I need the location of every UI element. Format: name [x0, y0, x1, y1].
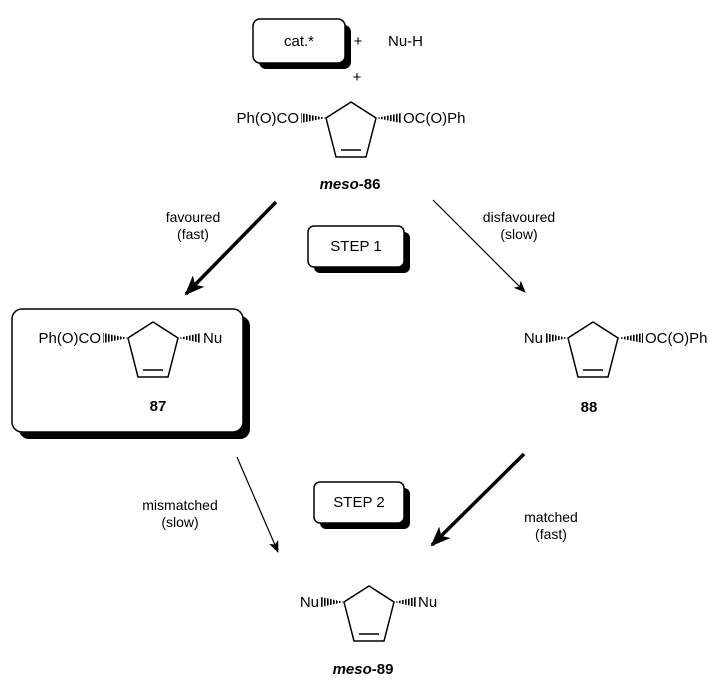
hashed-wedge [618, 333, 643, 343]
step1-label: STEP 1 [330, 238, 381, 255]
slow-label: (slow) [500, 226, 537, 242]
ester-group-left: Ph(O)CO [236, 110, 299, 127]
mismatched-label: mismatched [142, 497, 217, 513]
matched-arrow [430, 452, 526, 547]
matched-label: matched [524, 509, 578, 525]
cyclopentene-ring [127, 321, 179, 378]
step2-box: STEP 2 [313, 481, 410, 529]
mismatched-arrow [236, 456, 279, 553]
cyclopentene-ring [567, 321, 619, 378]
hashed-wedge [321, 597, 344, 607]
hashed-wedge [394, 597, 416, 607]
disfavoured-label: disfavoured [483, 209, 555, 225]
cyclopentene-ring [343, 585, 395, 642]
step1-box: STEP 1 [307, 225, 410, 273]
nucleophile-group: Nu [203, 330, 222, 347]
ester-group-left: Ph(O)CO [38, 330, 101, 347]
compound-89: Nu Nu meso-89 [300, 585, 437, 678]
compound-label-87: 87 [150, 398, 167, 415]
compound-label-89: meso-89 [333, 661, 394, 678]
compound-label-88: 88 [581, 399, 598, 416]
ester-group-right: OC(O)Ph [403, 110, 466, 127]
nucleophile-group: Nu [418, 594, 437, 611]
cyclopentene-ring [325, 101, 377, 158]
fast-label: (fast) [535, 526, 567, 542]
hashed-wedge [178, 333, 201, 343]
favoured-label: favoured [166, 209, 220, 225]
ester-group-right: OC(O)Ph [645, 330, 708, 347]
plus-sign: + [354, 33, 363, 50]
catalyst-box: cat.* [252, 18, 351, 69]
compound-88: Nu OC(O)Ph 88 [524, 321, 708, 416]
fast-label: (fast) [177, 226, 209, 242]
slow-label: (slow) [161, 514, 198, 530]
step2-label: STEP 2 [333, 494, 384, 511]
disfavoured-arrow [432, 199, 526, 293]
nucleophile-group: Nu [300, 594, 319, 611]
compound-86: Ph(O)CO OC(O)Ph meso-86 [236, 101, 466, 193]
hashed-wedge [301, 113, 326, 123]
catalyst-label: cat.* [284, 33, 314, 50]
nucleophile-label: Nu-H [388, 33, 423, 50]
hashed-wedge [545, 333, 568, 343]
nucleophile-group: Nu [524, 330, 543, 347]
hashed-wedge [103, 333, 128, 343]
compound-87: Ph(O)CO Nu 87 [11, 308, 250, 439]
plus-sign: + [353, 69, 362, 86]
compound-label-86: meso-86 [320, 176, 381, 193]
favoured-arrow [184, 200, 278, 296]
hashed-wedge [376, 113, 401, 123]
